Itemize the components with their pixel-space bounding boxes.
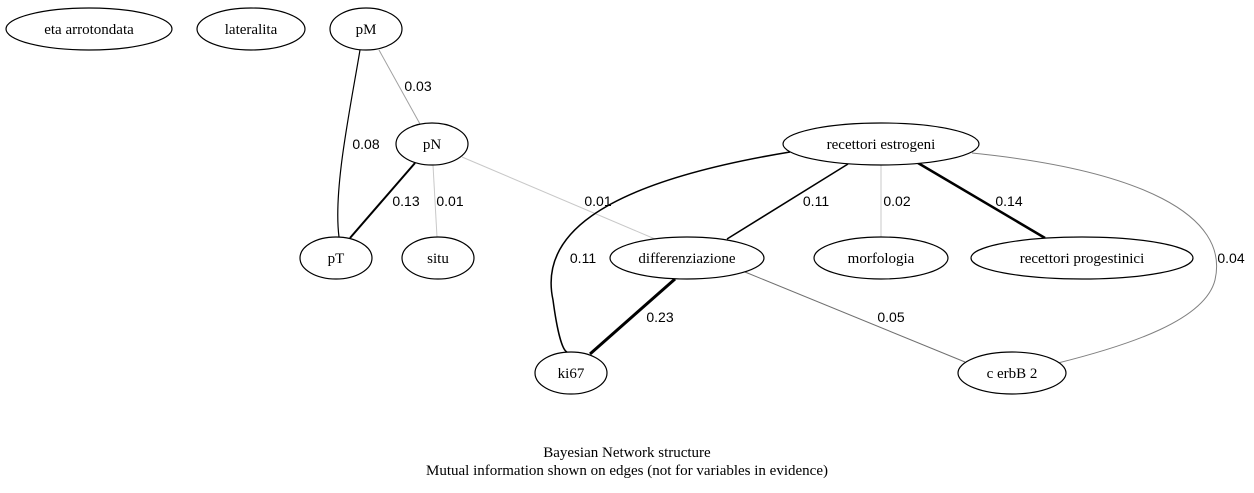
node-ellipse-pN [395, 122, 469, 166]
node-recettori_progestinici: recettori progestinici [970, 236, 1194, 280]
node-ellipse-recettori_estrogeni [782, 122, 980, 166]
node-ellipse-cerbB2 [957, 351, 1067, 395]
node-ellipse-eta [5, 7, 173, 51]
edge-differenziazione-cerbB2 [744, 271, 966, 363]
edge-label-recettori_estrogeni-recettori_progestinici: 0.14 [995, 193, 1022, 209]
node-cerbB2: c erbB 2 [957, 351, 1067, 395]
node-ellipse-lateralita [196, 7, 306, 51]
node-ellipse-morfologia [813, 236, 949, 280]
edge-recettori_estrogeni-differenziazione [726, 163, 849, 240]
node-pN: pN [395, 122, 469, 166]
nodes-group: eta arrotondata lateralita pM pN pT situ recet… [5, 7, 1194, 395]
edge-label-recettori_estrogeni-cerbB2: 0.04 [1217, 250, 1244, 266]
edge-differenziazione-ki67 [589, 277, 676, 356]
edge-label-pN-differenziazione: 0.01 [584, 193, 611, 209]
node-recettori_estrogeni: recettori estrogeni [782, 122, 980, 166]
edge-pN-situ [432, 164, 438, 238]
edge-recettori_estrogeni-recettori_progestinici [917, 161, 1046, 240]
node-eta: eta arrotondata [5, 7, 173, 51]
edge-label-recettori_estrogeni-differenziazione: 0.11 [803, 193, 829, 209]
edge-label-differenziazione-ki67: 0.23 [646, 309, 673, 325]
edge-pM-pN [378, 49, 421, 125]
edge-label-pN-situ: 0.01 [436, 193, 463, 209]
node-label-ki67: ki67 [558, 366, 585, 382]
node-label-recettori_progestinici: recettori progestinici [1020, 251, 1145, 267]
bayesian-network-graph: 0.03 0.08 0.13 0.01 0.01 0.11 0.11 0.02 0.14 0.04… [5, 7, 1245, 395]
edge-pM-pT [337, 49, 361, 238]
edge-label-pM-pN: 0.03 [404, 78, 431, 94]
node-differenziazione: differenziazione [609, 236, 765, 280]
edge-pN-differenziazione [461, 156, 656, 240]
node-ellipse-ki67 [534, 351, 608, 395]
edge-label-recettori_estrogeni-ki67: 0.11 [570, 250, 596, 266]
node-pT: pT [299, 236, 373, 280]
caption-subtitle: Mutual information shown on edges (not f… [426, 463, 828, 479]
node-pM: pM [329, 7, 403, 51]
node-label-pM: pM [356, 22, 377, 38]
node-label-morfologia: morfologia [848, 251, 915, 267]
node-ellipse-pT [299, 236, 373, 280]
node-lateralita: lateralita [196, 7, 306, 51]
node-label-cerbB2: c erbB 2 [987, 366, 1038, 382]
node-label-eta: eta arrotondata [44, 22, 134, 38]
caption-title: Bayesian Network structure [543, 445, 711, 461]
edge-pN-pT [349, 162, 416, 239]
node-label-situ: situ [427, 251, 449, 267]
node-label-recettori_estrogeni: recettori estrogeni [827, 137, 936, 153]
node-label-pN: pN [423, 137, 442, 153]
node-ellipse-situ [401, 236, 475, 280]
node-label-lateralita: lateralita [225, 22, 278, 38]
node-ellipse-recettori_progestinici [970, 236, 1194, 280]
graph-caption: Bayesian Network structure Mutual inform… [0, 444, 1254, 480]
edge-recettori_estrogeni-ki67 [550, 151, 791, 353]
node-morfologia: morfologia [813, 236, 949, 280]
edge-recettori_estrogeni-cerbB2 [971, 152, 1217, 364]
edge-label-pM-pT: 0.08 [352, 136, 379, 152]
node-ellipse-differenziazione [609, 236, 765, 280]
node-label-differenziazione: differenziazione [638, 251, 736, 267]
edge-label-pN-pT: 0.13 [392, 193, 419, 209]
edge-label-differenziazione-cerbB2: 0.05 [877, 309, 904, 325]
node-situ: situ [401, 236, 475, 280]
node-ellipse-pM [329, 7, 403, 51]
node-ki67: ki67 [534, 351, 608, 395]
node-label-pT: pT [328, 251, 345, 267]
edges-group: 0.03 0.08 0.13 0.01 0.01 0.11 0.11 0.02 0.14 0.04… [337, 49, 1245, 364]
edge-label-recettori_estrogeni-morfologia: 0.02 [883, 193, 910, 209]
